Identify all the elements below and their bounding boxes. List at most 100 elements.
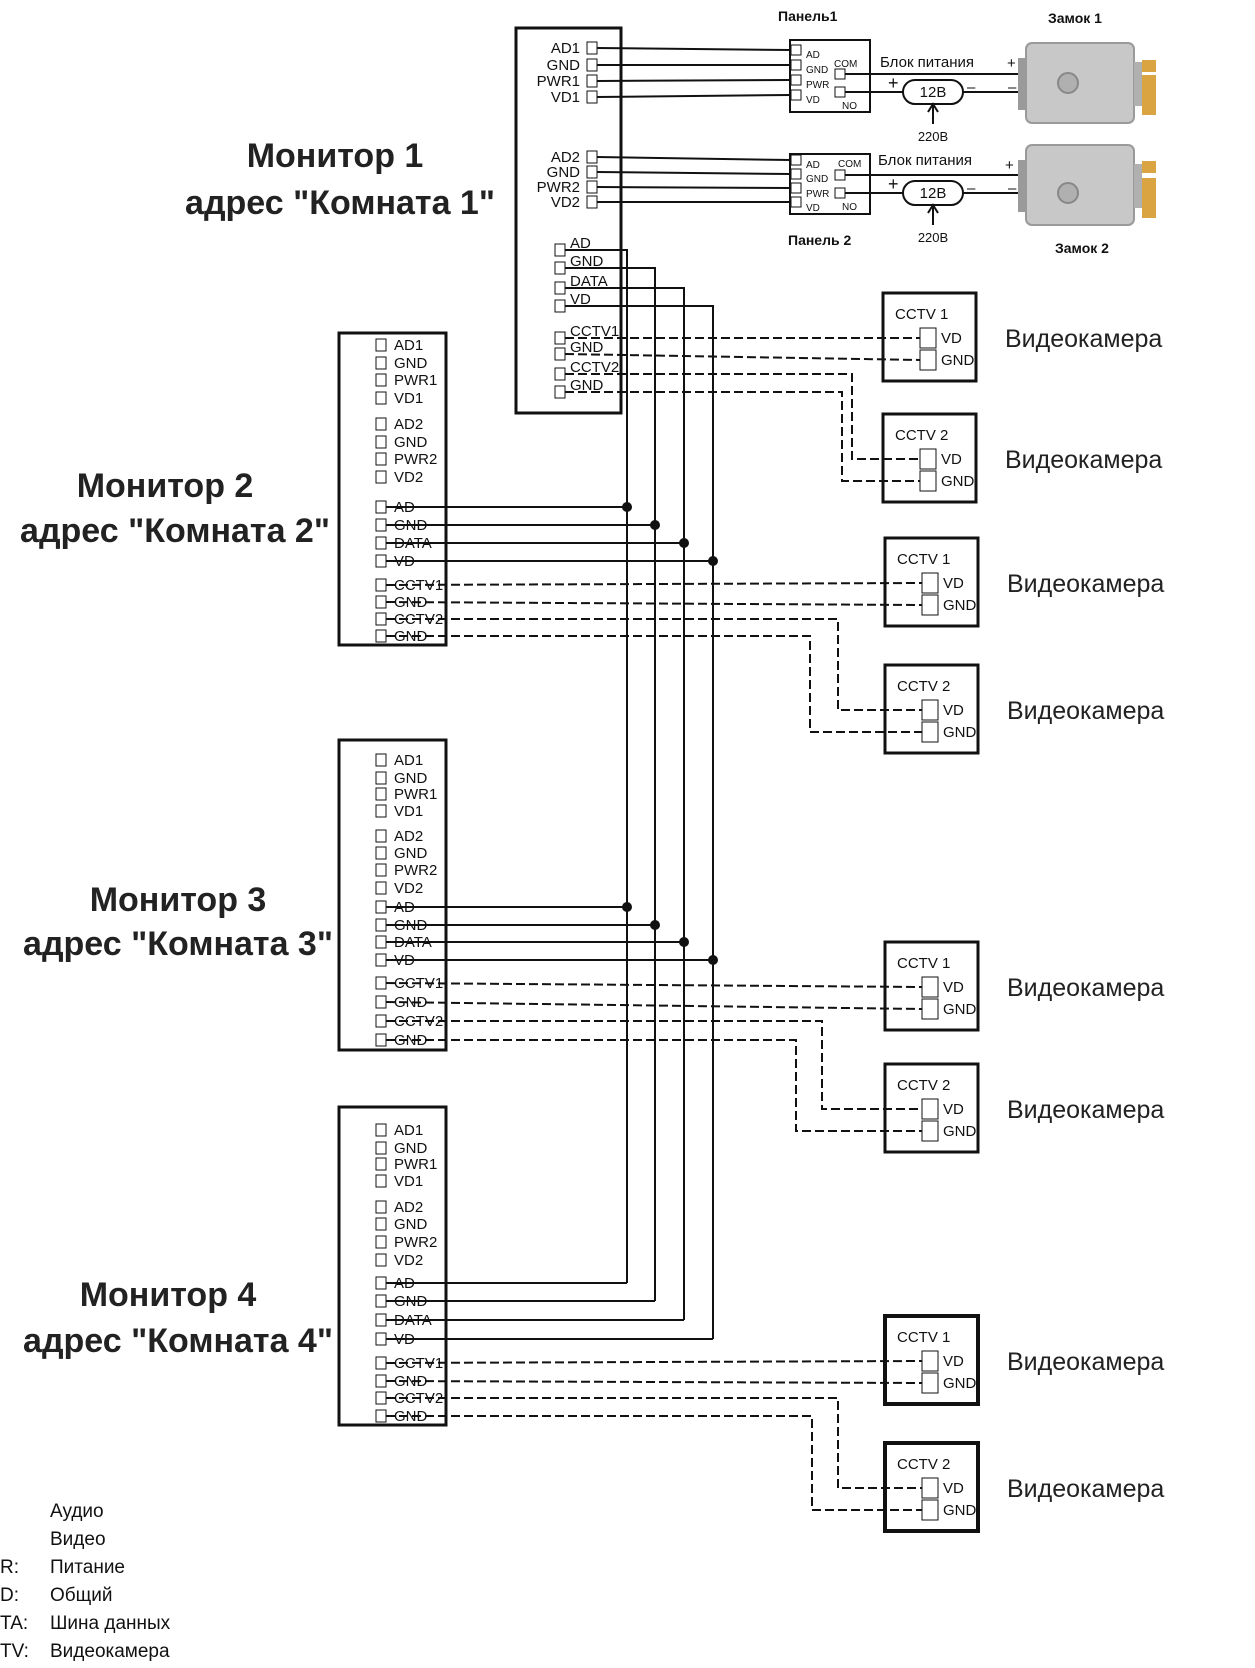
monitor-3-terminal bbox=[375, 863, 387, 877]
legend-text-5: Шина данных bbox=[50, 1613, 171, 1634]
monitor-3-label-pwr1: PWR1 bbox=[394, 786, 437, 803]
camera-7-vd-label: VD bbox=[943, 1353, 964, 1370]
camera-3-frame bbox=[883, 536, 980, 628]
monitor-2-terminal bbox=[375, 554, 387, 568]
monitor-1-label-pwr2: PWR2 bbox=[537, 179, 580, 196]
monitor-2-terminal bbox=[375, 373, 387, 387]
cctv2-video-wire bbox=[386, 618, 922, 711]
power-1-in-plus: + bbox=[888, 73, 899, 93]
monitor-1-title: Монитор 1 bbox=[247, 137, 424, 175]
monitor-1-label-cctv2: CCTV2 bbox=[570, 359, 619, 376]
panel-1-pin-ad: AD bbox=[806, 50, 820, 61]
monitor-2-terminal bbox=[375, 578, 387, 592]
monitor-1-panel-1-wire bbox=[596, 94, 791, 98]
monitor-1-panel-1-wire bbox=[596, 47, 791, 51]
monitor-3-terminal bbox=[375, 1033, 387, 1047]
junction-node bbox=[679, 538, 689, 548]
monitor-1-label-vd2: VD2 bbox=[551, 194, 580, 211]
monitor-3-terminal bbox=[375, 900, 387, 914]
cctv1-ground-wire bbox=[564, 353, 921, 361]
monitor-4-terminal bbox=[375, 1276, 387, 1290]
camera-4-title: CCTV 2 bbox=[897, 678, 950, 695]
camera-2-gnd-terminal bbox=[919, 470, 937, 492]
monitor-4-terminal bbox=[375, 1391, 387, 1405]
camera-8-label: Видеокамера bbox=[1007, 1475, 1164, 1503]
monitor-4-label-ad: AD bbox=[394, 1275, 415, 1292]
panel-1-terminal bbox=[790, 74, 802, 86]
monitor-1-label-gnd: GND bbox=[570, 377, 604, 394]
panel-2-terminal bbox=[790, 154, 802, 166]
monitor-3-label-cctv2: CCTV2 bbox=[394, 1013, 443, 1030]
monitor-4-label-data: DATA bbox=[394, 1312, 432, 1329]
monitor-1-label-pwr1: PWR1 bbox=[537, 73, 580, 90]
cctv1-video-wire bbox=[385, 982, 923, 988]
junction-node bbox=[708, 556, 718, 566]
power-1-mains: 220В bbox=[918, 129, 948, 144]
monitor-1-terminal bbox=[554, 367, 566, 381]
monitor-4-label-ad1: AD1 bbox=[394, 1122, 423, 1139]
bus-trunk-vd bbox=[565, 305, 714, 1339]
monitor-4-label-gnd: GND bbox=[394, 1293, 428, 1310]
monitor-2-terminal bbox=[375, 500, 387, 514]
camera-5-label: Видеокамера bbox=[1007, 974, 1164, 1002]
legend-key-5: TA: bbox=[0, 1613, 28, 1634]
monitor-1-label-gnd: GND bbox=[547, 164, 581, 181]
monitor-2-label-vd: VD bbox=[394, 553, 415, 570]
monitor-2-frame bbox=[337, 331, 448, 647]
camera-8-title: CCTV 2 bbox=[897, 1456, 950, 1473]
panel-1-pin-vd: VD bbox=[806, 95, 820, 106]
cctv2-video-wire bbox=[386, 1397, 922, 1489]
camera-1-gnd-label: GND bbox=[941, 352, 975, 369]
monitor-2-terminal bbox=[375, 536, 387, 550]
monitor-4-label-gnd: GND bbox=[394, 1140, 428, 1157]
camera-7-title: CCTV 1 bbox=[897, 1329, 950, 1346]
monitor-3-label-vd2: VD2 bbox=[394, 880, 423, 897]
camera-3-gnd-terminal bbox=[921, 594, 939, 616]
monitor-2-label-gnd: GND bbox=[394, 594, 428, 611]
cctv1-ground-wire bbox=[385, 1380, 923, 1384]
monitor-4-label-pwr2: PWR2 bbox=[394, 1234, 437, 1251]
camera-8-frame bbox=[883, 1441, 980, 1533]
camera-6-frame bbox=[883, 1062, 980, 1154]
camera-2-gnd-label: GND bbox=[941, 473, 975, 490]
legend-key-4: D: bbox=[0, 1585, 19, 1606]
monitor-3-label-pwr2: PWR2 bbox=[394, 862, 437, 879]
monitor-1-label-ad: AD bbox=[570, 235, 591, 252]
power-1-arrow-icon bbox=[927, 102, 939, 124]
panel-2-terminal bbox=[790, 196, 802, 208]
camera-3-vd-terminal bbox=[921, 572, 939, 594]
monitor-4-terminal bbox=[375, 1294, 387, 1308]
camera-4-label: Видеокамера bbox=[1007, 697, 1164, 725]
monitor-4-label-cctv2: CCTV2 bbox=[394, 1390, 443, 1407]
cctv2-ground-wire bbox=[565, 391, 920, 482]
monitor-2-label-pwr1: PWR1 bbox=[394, 372, 437, 389]
bus-trunk-data bbox=[565, 287, 685, 1320]
monitor-1-label-ad2: AD2 bbox=[551, 149, 580, 166]
camera-5-gnd-label: GND bbox=[943, 1001, 977, 1018]
monitor-3-label-vd1: VD1 bbox=[394, 803, 423, 820]
power-2-label: Блок питания bbox=[878, 152, 972, 169]
legend-text-2: Видео bbox=[50, 1529, 106, 1550]
junction-node bbox=[650, 920, 660, 930]
monitor-2-label-data: DATA bbox=[394, 535, 432, 552]
monitor-4-title: Монитор 4 bbox=[80, 1276, 257, 1314]
lock-2-title: Замок 2 bbox=[1055, 240, 1109, 256]
legend-text-3: Питание bbox=[50, 1557, 125, 1578]
monitor-2-terminal bbox=[375, 595, 387, 609]
power-2-arrow-icon bbox=[927, 203, 939, 225]
monitor-1-label-gnd: GND bbox=[547, 57, 581, 74]
panel-2-box bbox=[789, 153, 871, 215]
cctv2-ground-wire bbox=[386, 1415, 922, 1511]
monitor-4-label-pwr1: PWR1 bbox=[394, 1156, 437, 1173]
monitor-4-label-gnd: GND bbox=[394, 1373, 428, 1390]
camera-3-title: CCTV 1 bbox=[897, 551, 950, 568]
monitor-4-terminal bbox=[375, 1123, 387, 1137]
monitor-2-terminal bbox=[375, 391, 387, 405]
monitor-1-terminal bbox=[554, 299, 566, 313]
monitor-1-label-ad1: AD1 bbox=[551, 40, 580, 57]
camera-6-title: CCTV 2 bbox=[897, 1077, 950, 1094]
camera-5-title: CCTV 1 bbox=[897, 955, 950, 972]
monitor-1-panel-2-wire bbox=[596, 156, 791, 161]
junction-node bbox=[622, 902, 632, 912]
junction-node bbox=[650, 520, 660, 530]
